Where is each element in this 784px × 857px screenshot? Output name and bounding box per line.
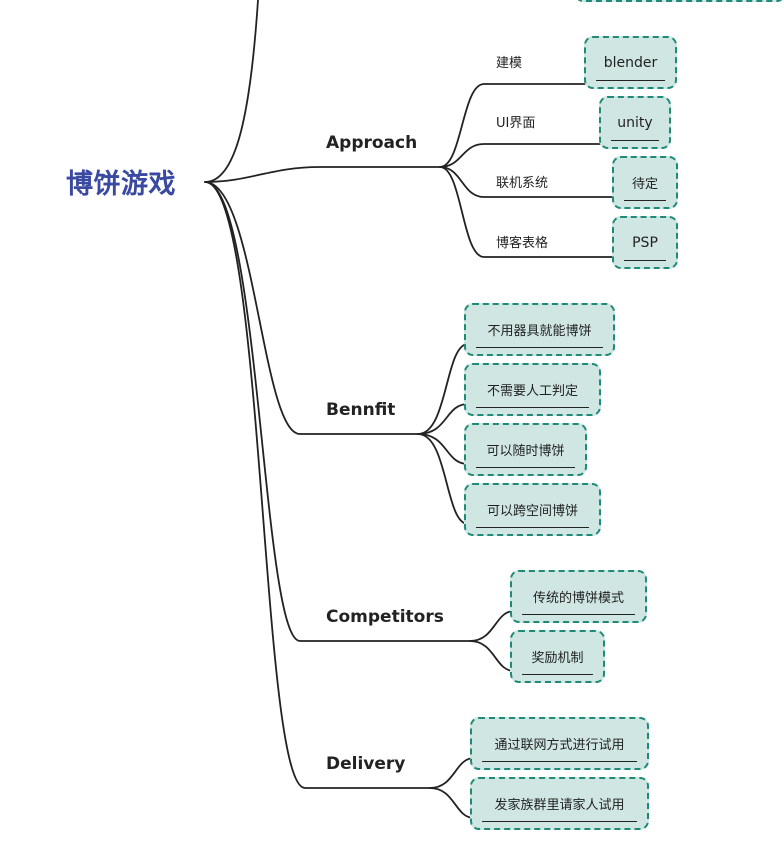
tool-pending: 待定	[612, 156, 678, 209]
delivery-item-1: 通过联网方式进行试用	[470, 717, 649, 770]
tool-unity: unity	[599, 96, 671, 149]
benefit-item-4: 可以跨空间博饼	[464, 483, 601, 536]
benefit-item-3: 可以随时博饼	[464, 423, 587, 476]
benefit-item-1: 不用器具就能博饼	[464, 303, 615, 356]
approach-item-modeling: 建模	[496, 56, 523, 71]
approach-item-ui: UI界面	[496, 116, 536, 131]
cutoff-node	[575, 0, 784, 2]
branch-approach: Approach	[326, 133, 418, 153]
benefit-item-2: 不需要人工判定	[464, 363, 601, 416]
approach-item-blog-sheet: 博客表格	[496, 236, 549, 251]
competitor-item-2: 奖励机制	[510, 630, 605, 683]
branch-benefit: Bennfit	[326, 400, 396, 420]
root-title: 博饼游戏	[66, 169, 176, 200]
competitor-item-1: 传统的博饼模式	[510, 570, 647, 623]
branch-delivery: Delivery	[326, 754, 406, 774]
tool-psp: PSP	[612, 216, 678, 269]
branch-competitors: Competitors	[326, 607, 444, 627]
approach-item-network: 联机系统	[496, 176, 549, 191]
tool-blender: blender	[584, 36, 677, 89]
delivery-item-2: 发家族群里请家人试用	[470, 777, 649, 830]
